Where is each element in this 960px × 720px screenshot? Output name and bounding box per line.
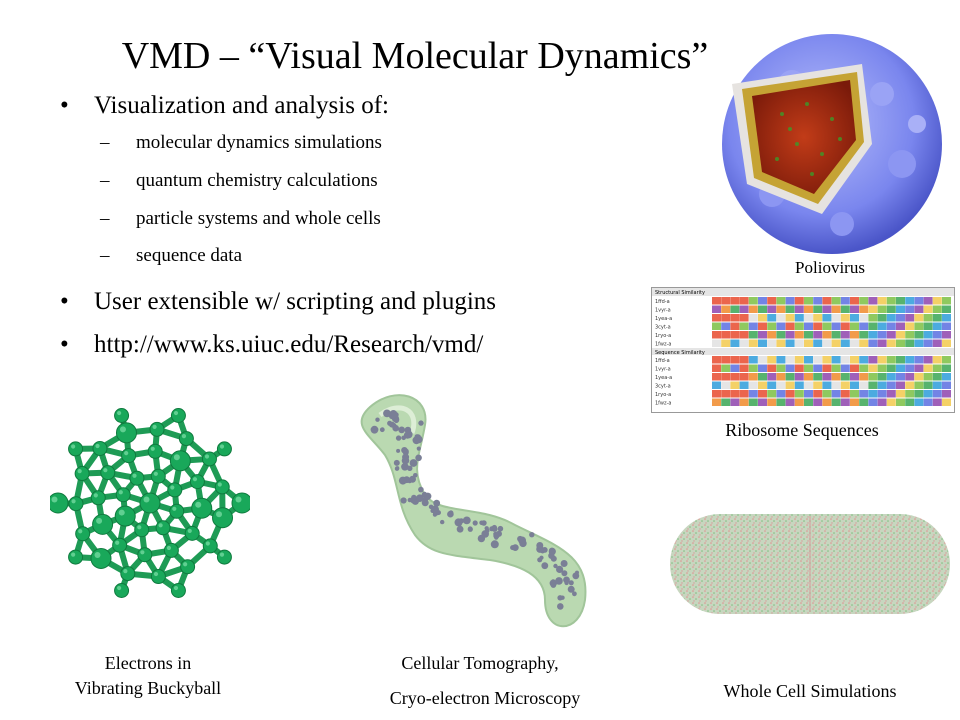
sequence-row-label: 1yea-a — [655, 316, 672, 322]
sequence-row-label: 1fwz-a — [655, 401, 671, 407]
ribosome-caption: Ribosome Sequences — [725, 420, 879, 440]
bullet-text: User extensible w/ scripting and plugins — [94, 288, 497, 315]
svg-text:Structural Similarity: Structural Similarity — [655, 290, 705, 296]
tomography-caption-line2: Cryo-electron Microscopy — [389, 688, 581, 708]
sequence-row-label: 1ryo-a — [655, 333, 671, 339]
poliovirus-image — [712, 24, 948, 260]
slide-title: VMD – “Visual Molecular Dynamics” — [121, 35, 709, 77]
sequence-row-label: 1ffd-a — [655, 358, 670, 364]
tomography-caption-line1: Cellular Tomography, — [401, 653, 559, 673]
buckyball-image — [50, 403, 250, 603]
sub-bullet-dash: – — [100, 132, 110, 153]
buckyball-caption-line1: Electrons in — [104, 653, 192, 673]
bullet-dot: • — [60, 331, 69, 358]
whole-cell-caption: Whole Cell Simulations — [723, 681, 897, 701]
sequence-row-label: 1vyr-a — [655, 367, 671, 373]
sub-bullet-dash: – — [100, 208, 110, 229]
bullet-link[interactable]: http://www.ks.uiuc.edu/Research/vmd/ — [94, 331, 484, 358]
sub-bullet-dash: – — [100, 245, 110, 266]
sub-bullet-text: sequence data — [136, 245, 243, 266]
sequence-row-label: 1fwz-a — [655, 342, 671, 348]
sequence-row-label: 3cyt-a — [655, 384, 671, 390]
bullet-dot: • — [60, 288, 69, 315]
sequence-row-label: 1ffd-a — [655, 299, 670, 305]
sub-bullet-dash: – — [100, 170, 110, 191]
sequence-row-label: 1yea-a — [655, 375, 672, 381]
tomography-image — [340, 385, 610, 635]
buckyball-caption-line2: Vibrating Buckyball — [74, 678, 222, 698]
sub-bullet-text: molecular dynamics simulations — [136, 132, 382, 153]
sequence-row-label: 3cyt-a — [655, 325, 671, 331]
svg-text:Sequence Similarity: Sequence Similarity — [655, 350, 705, 356]
whole-cell-image — [668, 512, 952, 616]
sub-bullet-text: particle systems and whole cells — [136, 208, 381, 229]
ribosome-sequence-image: Structural Similarity 1ffd-a 1vyr-a 1yea-a… — [651, 287, 955, 413]
poliovirus-caption: Poliovirus — [795, 258, 865, 277]
bullet-text: Visualization and analysis of: — [94, 92, 389, 119]
bullet-dot: • — [60, 92, 69, 119]
sequence-row-label: 1ryo-a — [655, 392, 671, 398]
sub-bullet-text: quantum chemistry calculations — [136, 170, 378, 191]
sequence-row-label: 1vyr-a — [655, 308, 671, 314]
